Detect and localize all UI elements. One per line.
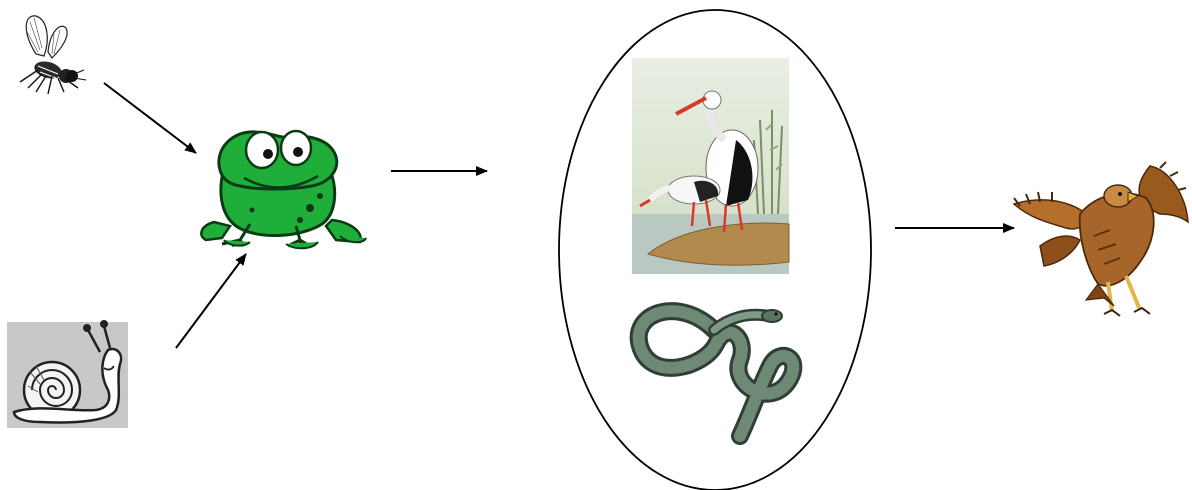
fly-icon <box>20 16 86 94</box>
frog-icon <box>201 131 366 248</box>
arrow-snail-to-frog <box>176 254 246 348</box>
stork-icon <box>632 58 789 274</box>
arrow-fly-to-frog <box>104 83 196 153</box>
snail-icon <box>7 320 128 428</box>
snake-icon <box>639 310 794 436</box>
eagle-icon <box>1014 162 1188 316</box>
